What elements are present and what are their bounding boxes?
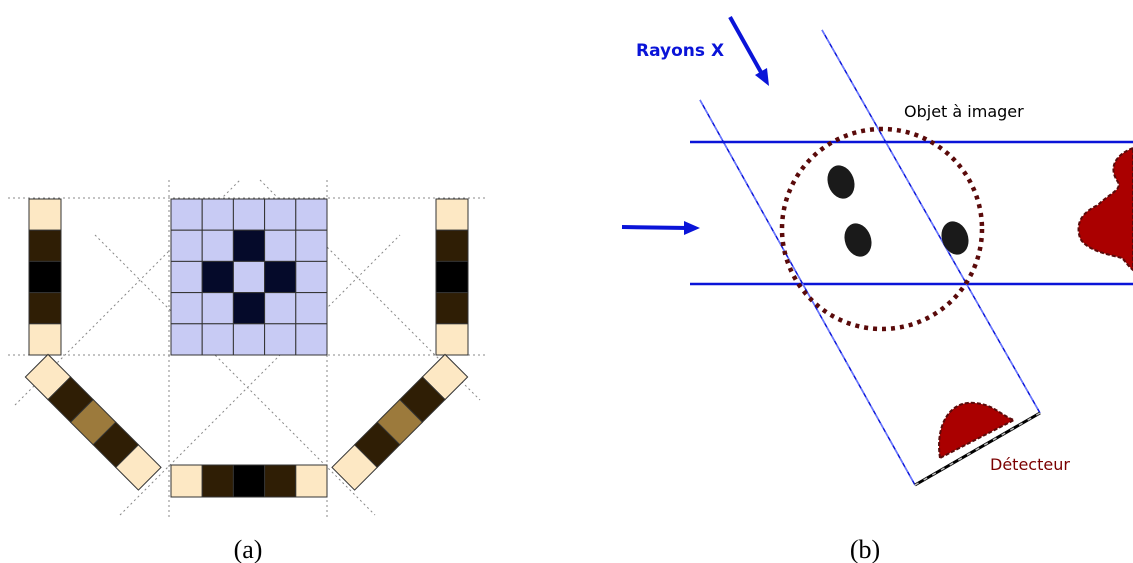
grid-cell	[170, 198, 203, 231]
grid-cell	[170, 323, 203, 356]
grid-cell	[264, 323, 297, 356]
detector-label: Détecteur	[990, 455, 1070, 474]
projection-cell	[201, 464, 234, 498]
projection-cell	[28, 229, 62, 262]
grid-cell	[232, 229, 266, 262]
horizontal-arrow	[621, 221, 700, 235]
inclusion-2	[844, 223, 872, 257]
grid-cell	[201, 292, 234, 325]
grid-cell	[201, 229, 234, 262]
grid-cell	[295, 198, 328, 231]
projection-diagonal-right	[331, 353, 469, 491]
projection-cell	[331, 444, 378, 491]
right-detector	[1077, 146, 1133, 272]
caption-b: (b)	[850, 535, 880, 563]
projection-cell	[115, 444, 162, 491]
object-circle	[779, 126, 985, 332]
projection-cell	[435, 292, 469, 325]
projection-cell	[232, 464, 266, 498]
grid-cell	[295, 229, 328, 262]
grid-cell	[264, 229, 297, 262]
grid-cell	[232, 323, 266, 356]
pixel-grid	[170, 198, 328, 356]
grid-cell	[295, 323, 328, 356]
grid-cell	[295, 260, 328, 294]
grid-cell	[264, 292, 297, 325]
projection-diagonal-left	[24, 353, 162, 491]
projection-left	[28, 198, 62, 356]
projection-cell	[295, 464, 328, 498]
projection-cell	[28, 260, 62, 294]
panel-b: Rayons X Objet à imager Détecteur (b)	[621, 16, 1133, 563]
grid-cell	[201, 260, 234, 294]
grid-cell	[201, 323, 234, 356]
grid-cell	[232, 292, 266, 325]
grid-cell	[170, 292, 203, 325]
projection-cell	[28, 323, 62, 356]
projection-cell	[435, 229, 469, 262]
projection-cell	[435, 260, 469, 294]
projection-right	[435, 198, 469, 356]
grid-cell	[170, 260, 203, 294]
grid-cell	[232, 260, 266, 294]
grid-cell	[264, 198, 297, 231]
projection-cell	[435, 198, 469, 231]
inclusion-1	[827, 165, 855, 199]
grid-cell	[201, 198, 234, 231]
grid-cell	[170, 229, 203, 262]
projection-cell	[264, 464, 297, 498]
xray-arrow	[728, 16, 769, 86]
grid-cell	[295, 292, 328, 325]
projection-cell	[28, 292, 62, 325]
projection-bottom	[170, 464, 328, 498]
caption-a: (a)	[234, 535, 263, 563]
xray-label: Rayons X	[636, 41, 724, 61]
horizontal-beam	[690, 140, 1133, 286]
projection-cell	[170, 464, 203, 498]
grid-cell	[232, 198, 266, 231]
inclusion-3	[941, 221, 969, 255]
projection-cell	[28, 198, 62, 231]
panel-a: (a)	[8, 179, 488, 563]
projection-cell	[435, 323, 469, 356]
object-label: Objet à imager	[904, 102, 1024, 121]
grid-cell	[264, 260, 297, 294]
oblique-detector	[914, 401, 1041, 487]
